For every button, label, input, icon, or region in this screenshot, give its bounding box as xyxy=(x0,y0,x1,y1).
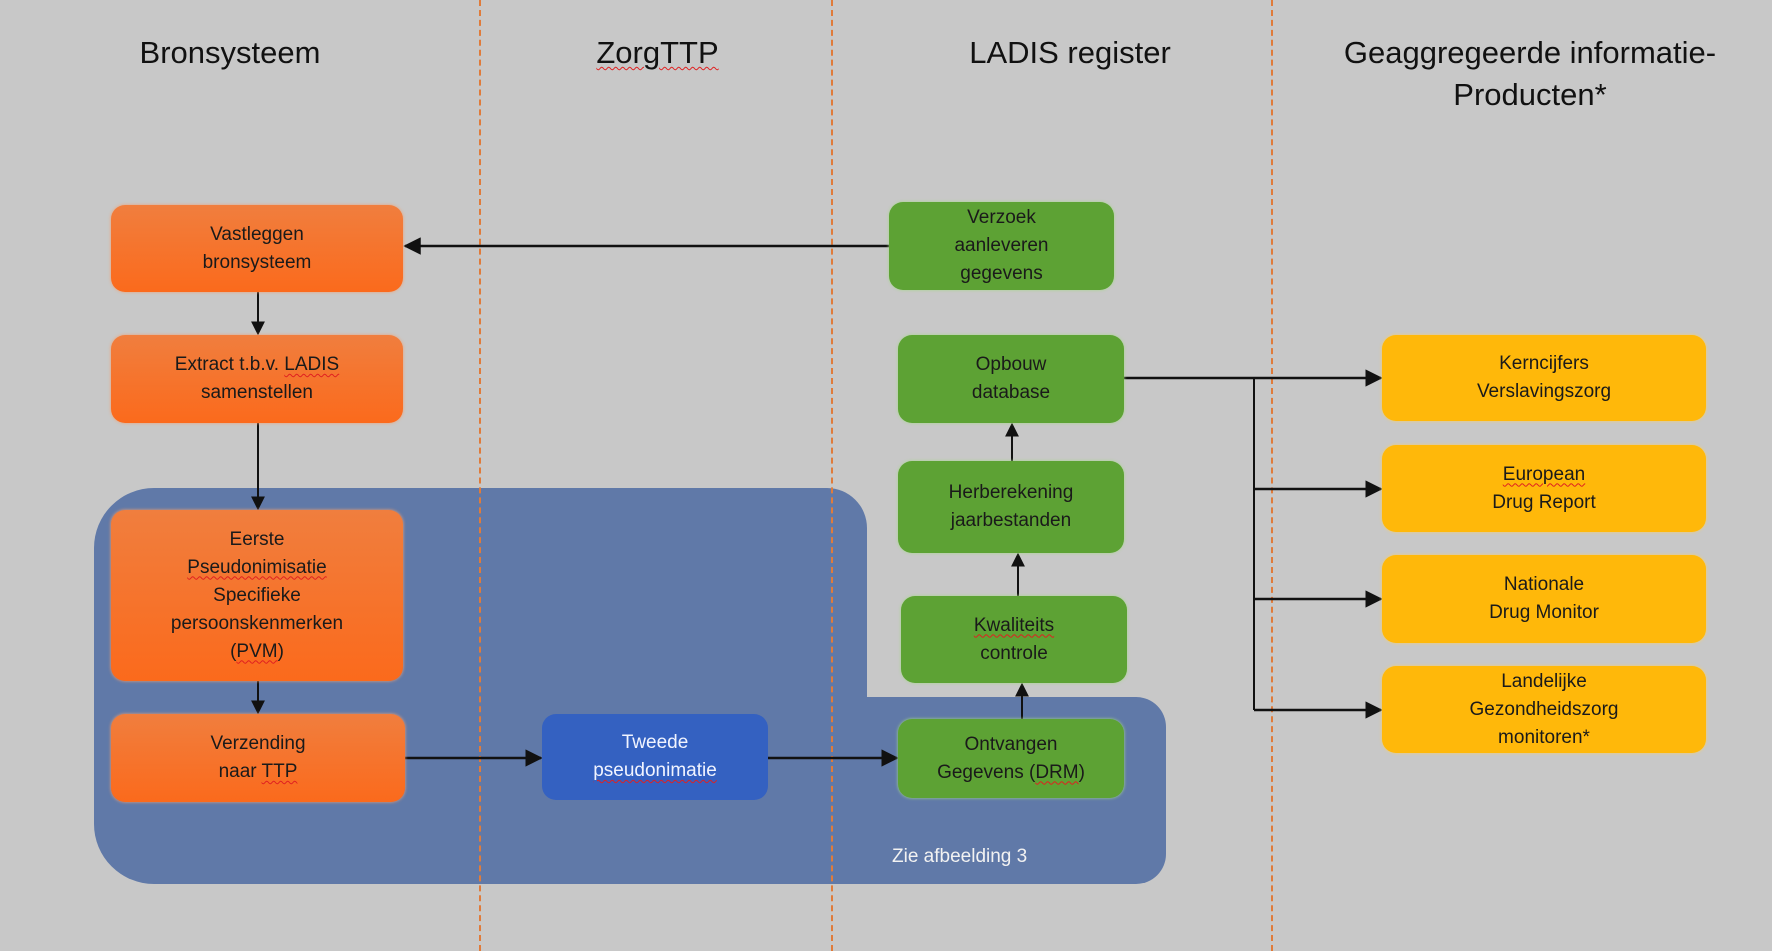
node-tweede-pseudonimatie[interactable]: Tweede pseudonimatie xyxy=(542,714,768,800)
node-text: Specifieke xyxy=(213,584,301,606)
region-note: Zie afbeelding 3 xyxy=(892,846,1028,867)
node-text: Verzending xyxy=(210,733,306,754)
node-text: database xyxy=(971,382,1051,403)
node-text: Vastleggen xyxy=(210,223,304,245)
node-text: Drug Monitor xyxy=(1489,602,1599,623)
node-text: Verzoek xyxy=(967,207,1036,228)
node-text: jaarbestanden xyxy=(950,510,1072,531)
node-text: Nationale xyxy=(1503,574,1585,595)
node-text: Extract t.b.v. xyxy=(174,354,285,375)
node-text: Eerste xyxy=(229,528,285,550)
node-text: gegevens xyxy=(960,263,1043,284)
lane-title-ladis-register: LADIS register xyxy=(969,35,1171,70)
lane-title-zorgttp: ZorgTTP xyxy=(530,32,785,74)
lane-title-producten-line2: Producten* xyxy=(1453,77,1607,112)
node-text: Kerncijfers xyxy=(1499,353,1589,374)
node-text: TTP xyxy=(261,761,298,782)
node-text: Herberekening xyxy=(948,482,1074,503)
node-eerste-pseudonimisatie[interactable]: Eerste Pseudonimisatie Specifieke persoo… xyxy=(111,510,403,681)
lane-title-bronsysteem: Bronsysteem xyxy=(139,35,321,70)
node-text: Landelijke xyxy=(1501,670,1587,692)
node-text: Gezondheidszorg xyxy=(1469,698,1619,720)
node-text: LADIS xyxy=(284,354,340,375)
lane-title-producten: Geaggregeerde informatie- Producten* xyxy=(1300,32,1760,116)
node-text: Opbouw xyxy=(975,354,1047,375)
node-text: Pseudonimisatie xyxy=(187,556,327,578)
lane-title-zorgttp-text: ZorgTTP xyxy=(596,35,719,70)
lane-divider-2 xyxy=(831,0,833,951)
node-text: ) xyxy=(277,640,284,662)
node-text: European xyxy=(1502,463,1586,485)
node-opbouw-database[interactable]: Opbouw database xyxy=(898,335,1124,423)
node-text: Gegevens ( xyxy=(937,761,1036,783)
lane-divider-1 xyxy=(479,0,481,951)
node-text: Kwaliteits xyxy=(973,614,1055,636)
node-text: Tweede xyxy=(621,732,689,753)
node-text: Drug Report xyxy=(1492,491,1596,513)
node-verzoek-aanleveren[interactable]: Verzoek aanleveren gegevens xyxy=(889,202,1114,290)
node-text: ) xyxy=(1078,761,1085,783)
node-herberekening[interactable]: Herberekening jaarbestanden xyxy=(898,461,1124,553)
node-text: DRM xyxy=(1035,761,1079,783)
node-text: persoonskenmerken xyxy=(170,612,344,634)
node-kwaliteitscontrole[interactable]: Kwaliteits controle xyxy=(901,596,1127,683)
node-extract-ladis[interactable]: Extract t.b.v. LADIS samenstellen xyxy=(111,335,403,423)
node-text: pseudonimatie xyxy=(593,760,717,781)
node-vastleggen-bronsysteem[interactable]: Vastleggen bronsysteem xyxy=(111,205,403,292)
node-text: Verslavingszorg xyxy=(1476,381,1612,402)
lane-title-producten-line1: Geaggregeerde informatie- xyxy=(1343,35,1717,70)
node-text: controle xyxy=(980,642,1048,664)
lane-divider-3 xyxy=(1271,0,1273,951)
node-text: Ontvangen xyxy=(964,733,1058,755)
node-text: monitoren* xyxy=(1498,726,1590,748)
node-verzending-ttp[interactable]: Verzending naar TTP xyxy=(111,714,405,802)
node-text: aanleveren xyxy=(954,235,1049,256)
node-text: samenstellen xyxy=(201,382,313,403)
node-text: PVM xyxy=(236,640,278,662)
node-text: ( xyxy=(230,640,237,662)
node-text: bronsysteem xyxy=(202,251,312,273)
node-text: naar xyxy=(218,761,262,782)
